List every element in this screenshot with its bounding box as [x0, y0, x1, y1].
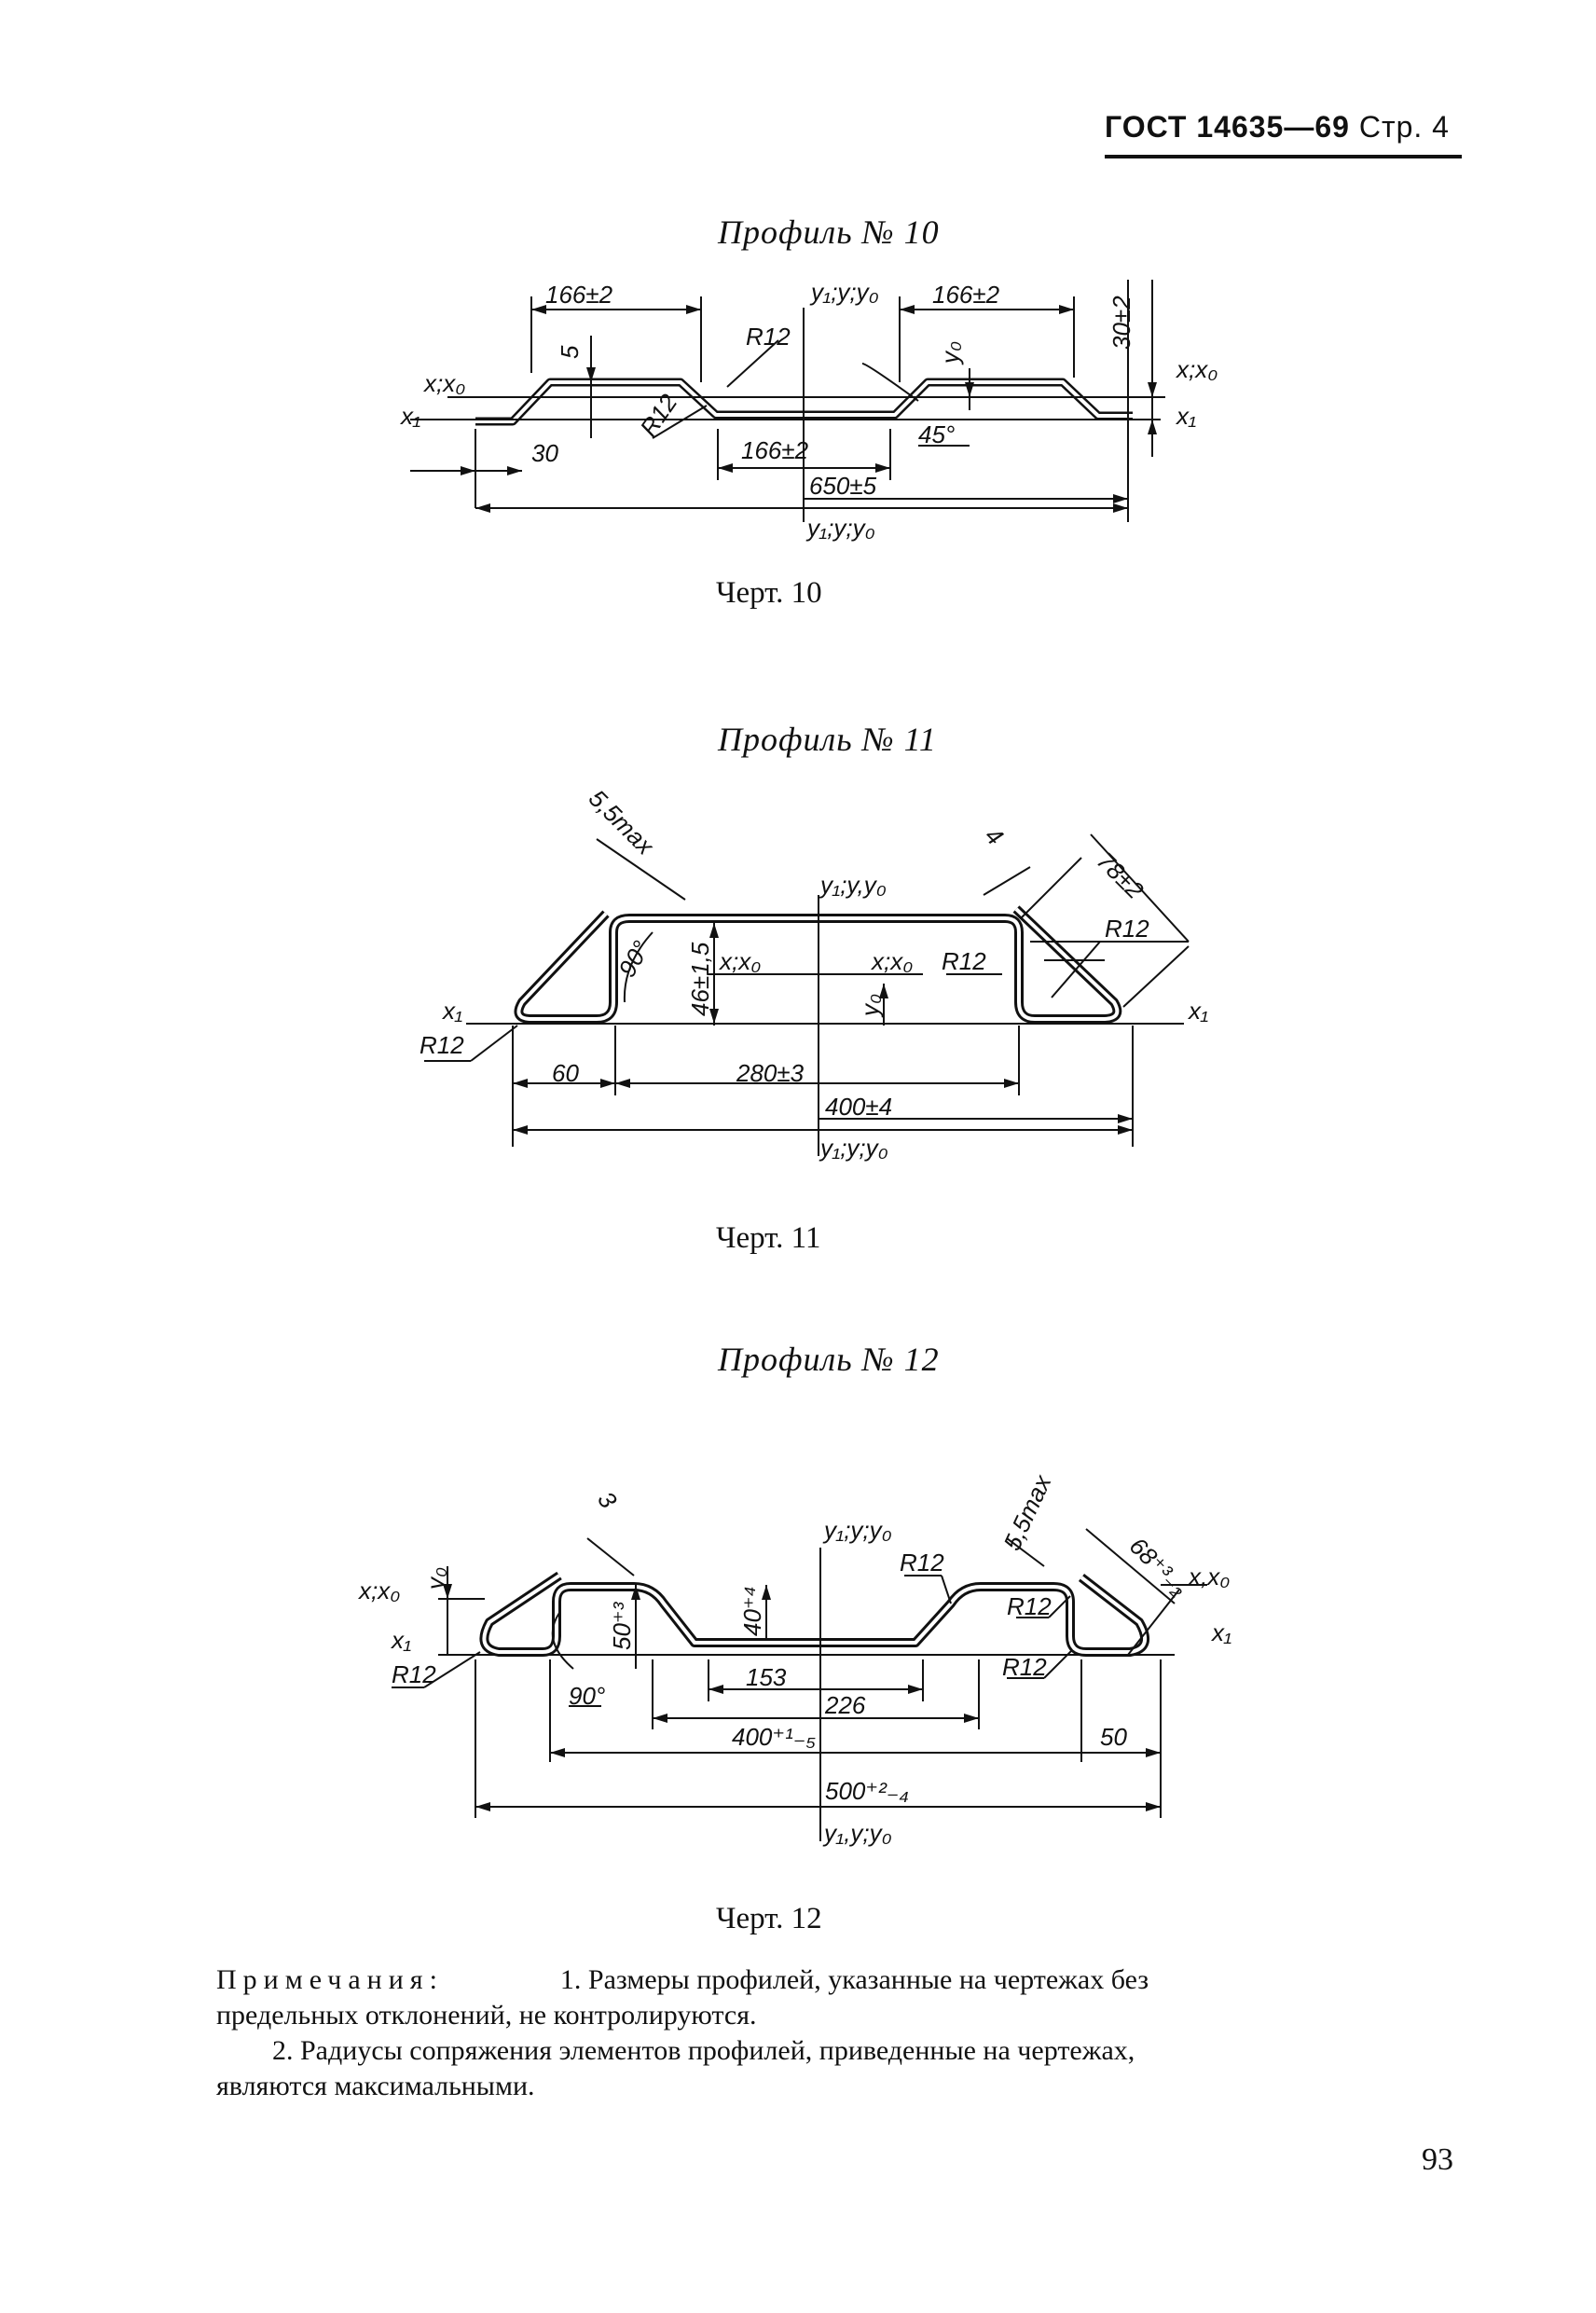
p11-radius-left: R12 [420, 1031, 464, 1059]
p12-radius-right-a: R12 [1007, 1592, 1052, 1620]
p10-axis-top: y₁;y;y₀ [809, 278, 879, 306]
p11-axis-bottom: y₁;y;y₀ [819, 1134, 888, 1162]
p12-axis-x1-left: x₁ [390, 1626, 411, 1654]
p12-dim-inner-span: 226 [824, 1691, 866, 1719]
p11-axis-top: y₁;y,y₀ [819, 871, 887, 899]
p11-radius-right: R12 [1105, 915, 1149, 943]
profile-11-title: Профиль № 11 [718, 721, 937, 758]
p12-dim-edge: 50 [1100, 1723, 1127, 1751]
p11-dim-edge: 60 [552, 1059, 579, 1087]
profile-11-drawing: 60 280±3 400±4 y₁;y,y₀ y₁;y;y₀ x;x₀ x;x₀… [420, 784, 1208, 1162]
page-label: Стр. 4 [1358, 110, 1450, 144]
p12-dim-overall: 500⁺²₋₄ [825, 1777, 909, 1805]
p12-axis-x-right: x,x₀ [1187, 1563, 1230, 1590]
p10-axis-x-right: x;x₀ [1175, 355, 1218, 383]
p12-radius-right-b: R12 [1002, 1653, 1047, 1681]
p11-dim-height: 46±1,5 [686, 942, 714, 1016]
p11-dim-gap: 5,5max [584, 784, 660, 860]
p11-radius-mid: R12 [942, 947, 986, 975]
p10-dim-overall: 650±5 [809, 472, 877, 500]
p10-axis-y0: y₀ [936, 341, 964, 365]
p10-dim-middle: 166±2 [741, 436, 809, 464]
profile-10-drawing: 166±2 166±2 166±2 650±5 y₁;y;y₀ y₁;y;y₀ … [399, 278, 1218, 542]
profile-12-title: Профиль № 12 [718, 1341, 940, 1378]
p10-axis-x-left: x;x₀ [422, 369, 465, 397]
p12-axis-x-left: x;x₀ [357, 1576, 400, 1604]
p12-angle: 90° [569, 1682, 605, 1710]
p11-axis-y0: y₀ [856, 994, 884, 1018]
p10-radius-a: R12 [746, 323, 791, 351]
p10-axis-x1-right: x₁ [1175, 402, 1196, 430]
p10-angle: 45° [918, 420, 955, 448]
profile-12-drawing: 153 226 400⁺¹₋₅ 50 500⁺²₋₄ y₁;y;y₀ y₁,y;… [357, 1470, 1231, 1847]
p10-dim-thickness: 5 [556, 345, 584, 359]
header-rule [1105, 155, 1462, 158]
notes-heading: Примечания: [216, 1964, 444, 1995]
p11-dim-flange: 78±2 [1092, 847, 1149, 904]
standard-number: ГОСТ 14635—69 [1105, 110, 1350, 144]
p12-dim-height-outer: 50⁺³ [608, 1601, 636, 1650]
profile-11-caption: Черт. 11 [716, 1221, 821, 1255]
profile-10-caption: Черт. 10 [716, 576, 822, 610]
profile-12-caption: Черт. 12 [716, 1902, 822, 1935]
p11-dim-overall: 400±4 [825, 1093, 892, 1121]
p11-axis-x1-right: x₁ [1187, 997, 1208, 1025]
p12-axis-x1-right: x₁ [1210, 1618, 1231, 1646]
p12-dim-thickness: 3 [592, 1486, 623, 1513]
p12-axis-bottom: y₁,y;y₀ [822, 1819, 892, 1847]
p12-dim-height-inner: 40⁺⁴ [738, 1586, 766, 1636]
p11-axis-x1-left: x₁ [441, 997, 462, 1025]
note-1-start: 1. Размеры профилей, указанные на чертеж… [559, 1964, 1149, 1995]
p12-dim-gap: 5,5max [998, 1470, 1057, 1555]
p10-axis-x1-left: x₁ [399, 402, 420, 430]
p11-dim-middle: 280±3 [736, 1059, 805, 1087]
note-2-end: являются максимальными. [216, 2071, 535, 2101]
p12-axis-top: y₁;y;y₀ [822, 1516, 892, 1544]
p11-dim-thickness: 4 [980, 821, 1009, 850]
p12-radius-left: R12 [392, 1660, 436, 1688]
p11-axis-x-left: x;x₀ [718, 947, 761, 975]
p12-axis-y0: y₀ [421, 1567, 449, 1591]
note-1-end: предельных отклонений, не контролируются… [216, 2000, 757, 2031]
notes-block: Примечания: 1. Размеры профилей, указанн… [216, 1962, 1465, 2104]
p12-radius-mid: R12 [900, 1549, 944, 1576]
profile-10-title: Профиль № 10 [718, 213, 940, 251]
page-number: 93 [1422, 2142, 1453, 2177]
p10-dim-top-right: 166±2 [932, 281, 1000, 309]
p10-dim-edge: 30 [531, 439, 558, 467]
p10-dim-height: 30±2 [1108, 296, 1135, 350]
p10-axis-bottom: y₁;y;y₀ [805, 514, 875, 542]
note-2-start: 2. Радиусы сопряжения элементов профилей… [272, 2035, 1135, 2066]
p11-axis-x-mid: x;x₀ [870, 947, 913, 975]
p12-dim-bottom: 153 [746, 1663, 787, 1691]
p10-dim-top-left: 166±2 [545, 281, 613, 309]
document-header: ГОСТ 14635—69 Стр. 4 [1105, 110, 1459, 145]
p11-angle: 90° [612, 936, 655, 982]
p12-dim-span: 400⁺¹₋₅ [732, 1723, 816, 1751]
